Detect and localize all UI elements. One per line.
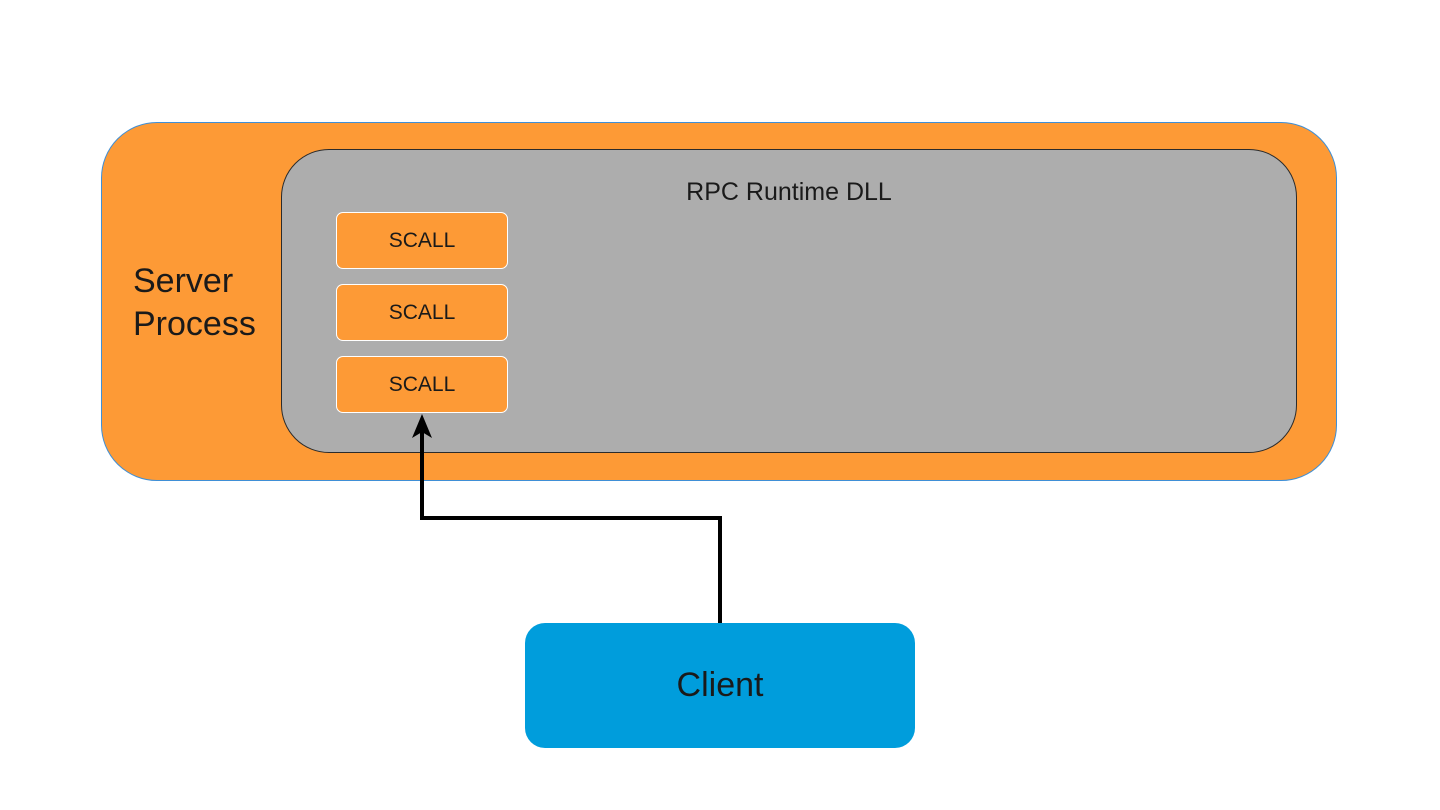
scall-box-2: SCALL — [336, 284, 508, 341]
scall-label-1: SCALL — [388, 228, 456, 252]
server-process-label: Server Process — [133, 262, 256, 343]
scall-box-1: SCALL — [336, 212, 508, 269]
scall-label-2: SCALL — [388, 300, 456, 324]
scall-label-3: SCALL — [388, 372, 456, 396]
client-box: Client — [525, 623, 915, 748]
client-label: Client — [676, 666, 764, 704]
scall-box-3: SCALL — [336, 356, 508, 413]
rpc-runtime-dll-label: RPC Runtime DLL — [686, 178, 892, 206]
